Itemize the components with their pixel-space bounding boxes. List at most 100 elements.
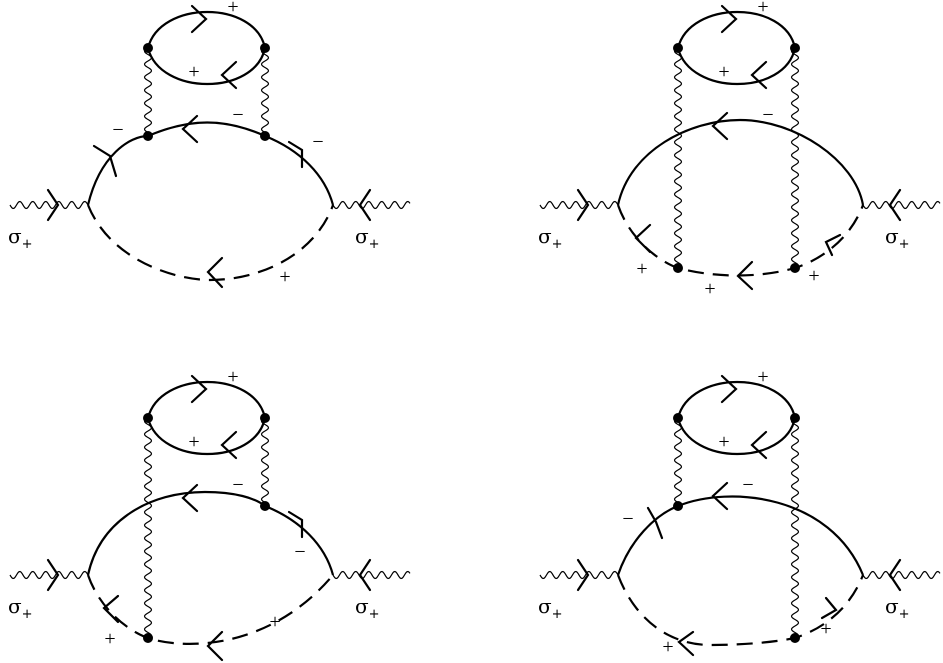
sigma-subscript: + xyxy=(899,237,910,252)
arrow-marker xyxy=(358,188,372,222)
arrow-marker xyxy=(181,114,199,144)
propagator-solid xyxy=(146,380,267,419)
sign-label: + xyxy=(104,628,115,650)
sign-label: + xyxy=(718,431,729,453)
arrow-marker xyxy=(220,430,238,460)
sign-label: + xyxy=(227,0,238,18)
sign-label: − xyxy=(622,508,633,530)
arrow-marker xyxy=(181,483,199,513)
arrow-marker xyxy=(206,630,224,662)
sign-label: + xyxy=(269,611,280,633)
arrow-marker xyxy=(46,188,60,222)
sign-label: − xyxy=(312,131,323,153)
vertex-dot xyxy=(790,263,800,273)
arrow-marker xyxy=(358,558,372,592)
sign-label: + xyxy=(227,366,238,388)
arrow-marker xyxy=(102,594,120,624)
arrow-marker xyxy=(206,256,224,289)
diagram-3: ++−−++σ+σ+ xyxy=(8,366,411,662)
vertex-dot xyxy=(260,43,270,53)
arrow-marker xyxy=(634,223,652,254)
arrow-marker xyxy=(820,596,838,620)
sign-label: + xyxy=(718,61,729,83)
photon-line xyxy=(260,47,270,137)
sign-label: + xyxy=(757,0,768,18)
sigma-subscript: + xyxy=(22,237,33,252)
propagator-dashed xyxy=(616,204,865,277)
vertex-dot xyxy=(790,633,800,643)
sigma-plus-label: σ+ xyxy=(8,224,33,252)
photon-line xyxy=(790,417,800,639)
propagator-solid xyxy=(616,504,679,576)
sigma-subscript: + xyxy=(369,607,380,622)
vertex-dot xyxy=(260,501,270,511)
arrow-marker xyxy=(190,4,208,34)
photon-line xyxy=(790,47,800,269)
photon-line xyxy=(332,200,411,210)
vertex-dot xyxy=(673,43,683,53)
sign-label: − xyxy=(294,541,305,563)
sign-label: + xyxy=(808,265,819,287)
arrow-marker xyxy=(736,260,754,291)
vertex-dot xyxy=(143,43,153,53)
arrow-marker xyxy=(220,60,238,90)
sigma-plus-label: σ+ xyxy=(885,594,910,622)
arrow-marker xyxy=(576,188,590,222)
vertex-dot xyxy=(673,501,683,511)
photon-line xyxy=(143,417,153,639)
photon-line xyxy=(673,47,683,269)
propagator-dashed xyxy=(86,204,335,282)
propagator-solid xyxy=(86,490,266,576)
diagram-1: ++−−−+σ+σ+ xyxy=(8,0,411,289)
propagator-solid xyxy=(86,134,149,206)
sigma-subscript: + xyxy=(22,607,33,622)
diagram-2: ++−+++σ+σ+ xyxy=(538,0,941,300)
arrow-marker xyxy=(190,374,208,404)
propagator-solid xyxy=(264,134,335,206)
photon-line xyxy=(673,417,683,507)
sign-label: + xyxy=(279,266,290,288)
sigma-subscript: + xyxy=(369,237,380,252)
propagator-solid xyxy=(676,10,797,49)
vertex-dot xyxy=(790,413,800,423)
sigma-plus-label: σ+ xyxy=(538,224,563,252)
arrow-marker xyxy=(824,233,842,257)
photon-line xyxy=(332,570,411,580)
arrow-marker xyxy=(888,558,902,592)
sigma-plus-label: σ+ xyxy=(538,594,563,622)
sign-label: + xyxy=(820,618,831,640)
vertex-dot xyxy=(143,131,153,141)
sigma-subscript: + xyxy=(899,607,910,622)
sigma-subscript: + xyxy=(552,607,563,622)
sigma-plus-label: σ+ xyxy=(355,594,380,622)
vertex-dot xyxy=(673,413,683,423)
propagator-solid xyxy=(677,495,865,576)
arrow-marker xyxy=(287,510,304,539)
arrow-marker xyxy=(720,374,738,404)
vertex-dot xyxy=(673,263,683,273)
propagator-solid xyxy=(146,47,267,86)
arrow-marker xyxy=(711,481,729,511)
photon-line xyxy=(539,570,619,580)
propagator-solid xyxy=(616,118,865,206)
sigma-plus-label: σ+ xyxy=(8,594,33,622)
arrow-marker xyxy=(576,558,590,592)
photon-line xyxy=(862,200,941,210)
arrow-marker xyxy=(46,558,60,592)
vertex-dot xyxy=(260,413,270,423)
propagator-solid xyxy=(676,47,797,86)
arrow-marker xyxy=(92,144,118,178)
vertex-dot xyxy=(143,413,153,423)
arrow-marker xyxy=(750,430,768,460)
photon-line xyxy=(260,417,270,507)
arrow-marker xyxy=(677,630,695,657)
diagram-4: ++−−++σ+σ+ xyxy=(538,366,941,658)
sign-label: + xyxy=(704,278,715,300)
propagator-dashed xyxy=(86,574,334,645)
arrow-marker xyxy=(750,60,768,90)
sign-label: − xyxy=(762,104,773,126)
vertex-dot xyxy=(790,43,800,53)
propagator-solid xyxy=(146,417,267,456)
